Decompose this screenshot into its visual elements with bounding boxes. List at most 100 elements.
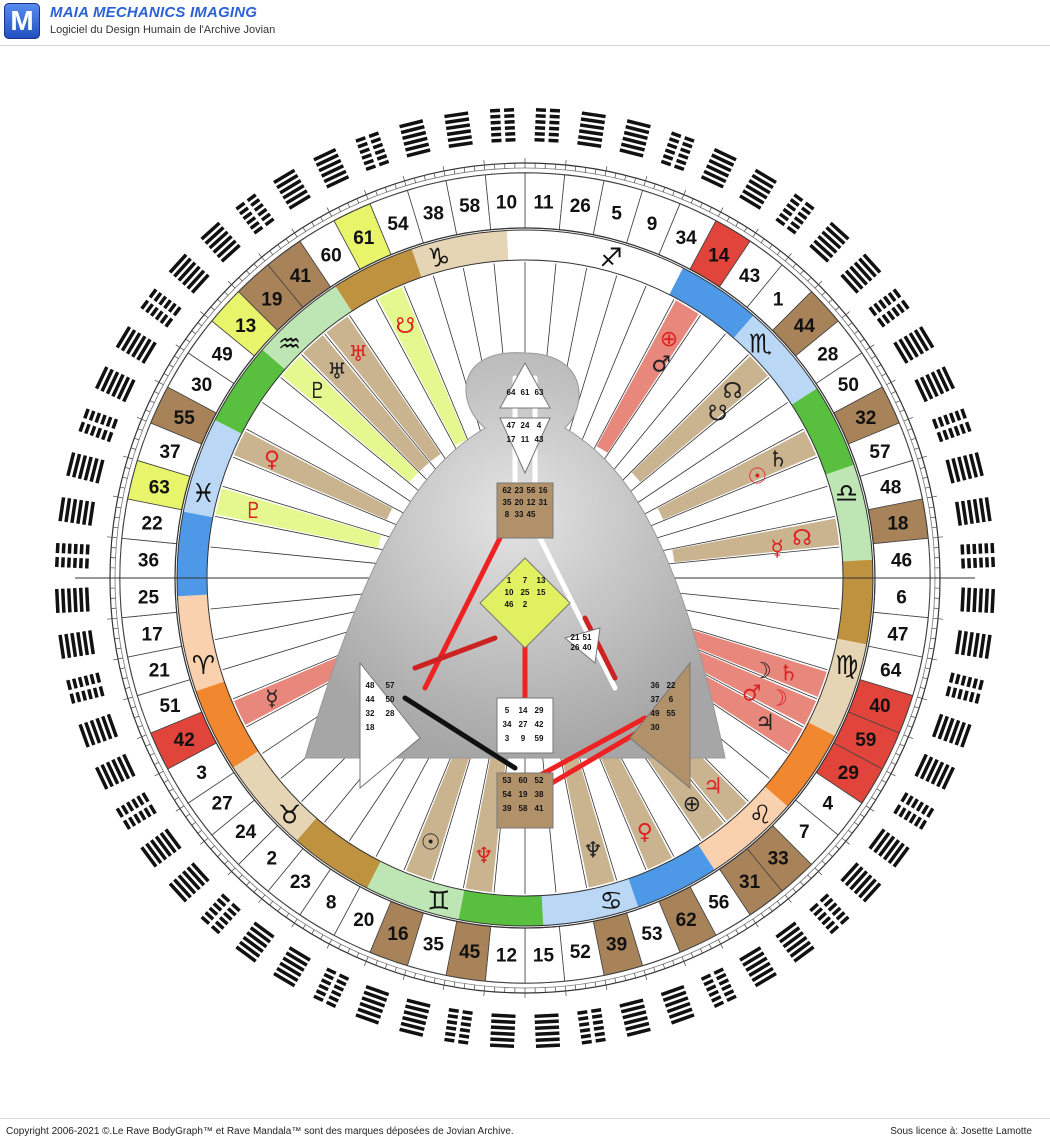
hexagram-icon [914,366,955,402]
hexagram-icon [78,408,118,442]
planet-icon: ☉ [421,831,441,856]
gate-number-label: 61 [353,228,375,249]
hexagram-icon [78,714,118,748]
hexagram-icon [946,452,984,483]
hexagram-icon [577,111,606,148]
throat-gate-label: 45 [527,510,536,519]
gate-number-label: 54 [387,214,409,235]
sacral-gate-label: 14 [519,706,528,715]
solar-plexus-gate-label: 22 [667,681,676,690]
hexagram-icon [775,193,814,234]
gate-number-label: 11 [533,192,554,213]
g-gate-label: 1 [507,576,512,585]
hexagram-icon [273,169,311,210]
ajna-gate-label: 43 [535,435,544,444]
gate-number-label: 57 [869,442,890,463]
hexagram-icon [169,862,210,902]
sacral-gate-label: 5 [505,706,510,715]
gate-number-label: 52 [570,942,591,963]
gate-number-label: 32 [855,408,876,429]
gate-number-label: 34 [676,228,698,249]
gate-number-label: 55 [174,408,196,429]
throat-gate-label: 31 [539,498,548,507]
planet-icon: ☉ [748,464,768,489]
sacral-gate-label: 27 [519,720,528,729]
gate-number-label: 7 [799,822,810,843]
gate-number-label: 24 [235,822,257,843]
hexagram-icon [775,921,814,962]
gate-number-label: 62 [676,910,697,931]
app-header: M MAIA MECHANICS IMAGING Logiciel du Des… [0,0,1050,46]
planet-icon: ⊕ [660,327,678,352]
gate-number-label: 13 [235,316,256,337]
g-gate-label: 25 [521,588,530,597]
hexagram-icon [55,543,90,569]
hexagram-icon [399,119,430,157]
hexagram-icon [534,108,560,143]
hexagram-icon [235,921,274,962]
gate-number-label: 5 [611,203,622,224]
gate-number-label: 12 [496,946,517,967]
hexagram-icon [235,193,274,234]
zodiac-sign-icon: ♑ [427,243,450,273]
solar-plexus-gate-label: 55 [667,709,676,718]
heart-gate-label: 40 [583,643,592,652]
sacral-gate-label: 42 [535,720,544,729]
planet-icon: ♀ [637,820,653,845]
hexagram-icon [701,148,737,189]
hexagram-icon [955,497,992,526]
gate-number-label: 59 [855,730,876,751]
planet-icon: ☊ [792,526,812,551]
hexagram-icon [140,288,181,327]
gate-number-label: 2 [267,848,278,869]
hexagram-icon [809,222,849,263]
ajna-gate-label: 17 [507,435,516,444]
gate-number-label: 60 [321,246,342,267]
gate-number-label: 39 [606,935,627,956]
gate-number-label: 18 [887,514,908,535]
gate-number-label: 47 [887,624,908,645]
g-gate-label: 2 [523,600,528,609]
hexagram-icon [490,108,516,143]
heart-gate-label: 26 [571,643,580,652]
gate-number-label: 35 [423,935,445,956]
gate-number-label: 41 [290,266,312,287]
gate-number-label: 38 [423,203,444,224]
spleen-gate-label: 50 [386,695,395,704]
hexagram-icon [701,967,737,1008]
ajna-gate-label: 11 [521,435,530,444]
hexagram-icon [619,999,650,1037]
hexagram-icon [95,366,136,402]
sacral-gate-label: 29 [535,706,544,715]
gate-number-label: 20 [353,910,374,931]
root-gate-label: 19 [519,790,528,799]
throat-gate-label: 16 [539,486,548,495]
planet-icon: ♄ [768,447,788,472]
gate-number-label: 9 [647,214,658,235]
planet-icon: ☽ [768,687,788,712]
ajna-gate-label: 4 [537,421,542,430]
throat-gate-label: 56 [527,486,536,495]
gate-number-label: 14 [708,246,730,267]
hexagram-icon [169,253,210,293]
gate-number-label: 17 [142,624,163,645]
sacral-gate-label: 3 [505,734,510,743]
zodiac-sign-icon: ♎ [835,479,858,509]
gate-number-label: 1 [773,290,784,311]
ajna-gate-label: 47 [507,421,516,430]
gate-number-label: 10 [496,192,517,213]
hexagram-icon [534,1013,560,1048]
planet-icon: ☽ [752,659,772,684]
planet-icon: ♃ [703,774,723,799]
hexagram-icon [946,672,984,703]
gate-number-label: 56 [708,892,729,913]
planet-icon: ⊕ [683,792,701,817]
app-footer: Copyright 2006-2021 ©.Le Rave BodyGraph™… [0,1118,1050,1146]
hexagram-icon [444,111,473,148]
planet-icon: ♇ [308,379,328,404]
gate-number-label: 43 [739,266,760,287]
planet-icon: ☋ [396,314,416,339]
gate-number-label: 3 [196,763,207,784]
planet-icon: ♀ [264,447,280,472]
